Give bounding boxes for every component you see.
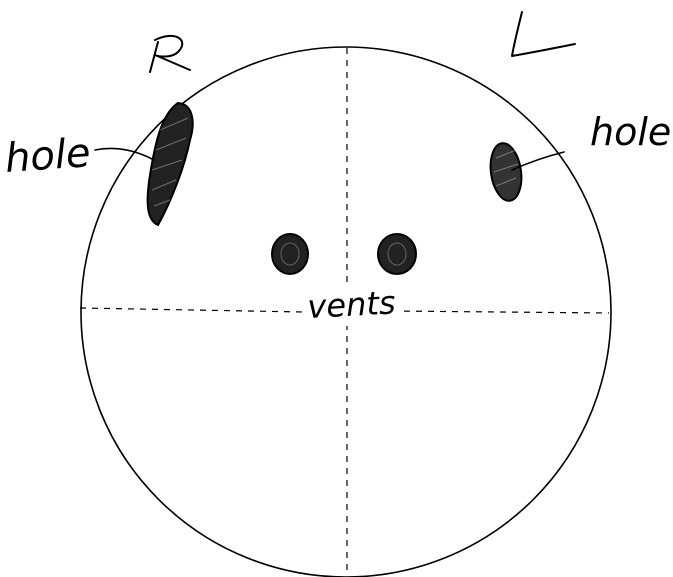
vent-left <box>272 234 308 274</box>
right-side-letter: R <box>0 0 190 72</box>
horizontal-dashed-axis-left <box>80 308 305 312</box>
vent-right <box>378 234 416 274</box>
svg-text:L: L <box>0 0 1 1</box>
hole-label-left: hole <box>590 110 671 154</box>
horizontal-dashed-axis-right <box>392 311 609 313</box>
vents-label: vents <box>306 283 396 326</box>
left-hole <box>487 141 525 203</box>
hole-label-right: hole <box>3 130 92 182</box>
right-hole <box>148 103 193 225</box>
hole-leader-right <box>95 148 154 160</box>
left-side-letter: L <box>0 0 575 56</box>
